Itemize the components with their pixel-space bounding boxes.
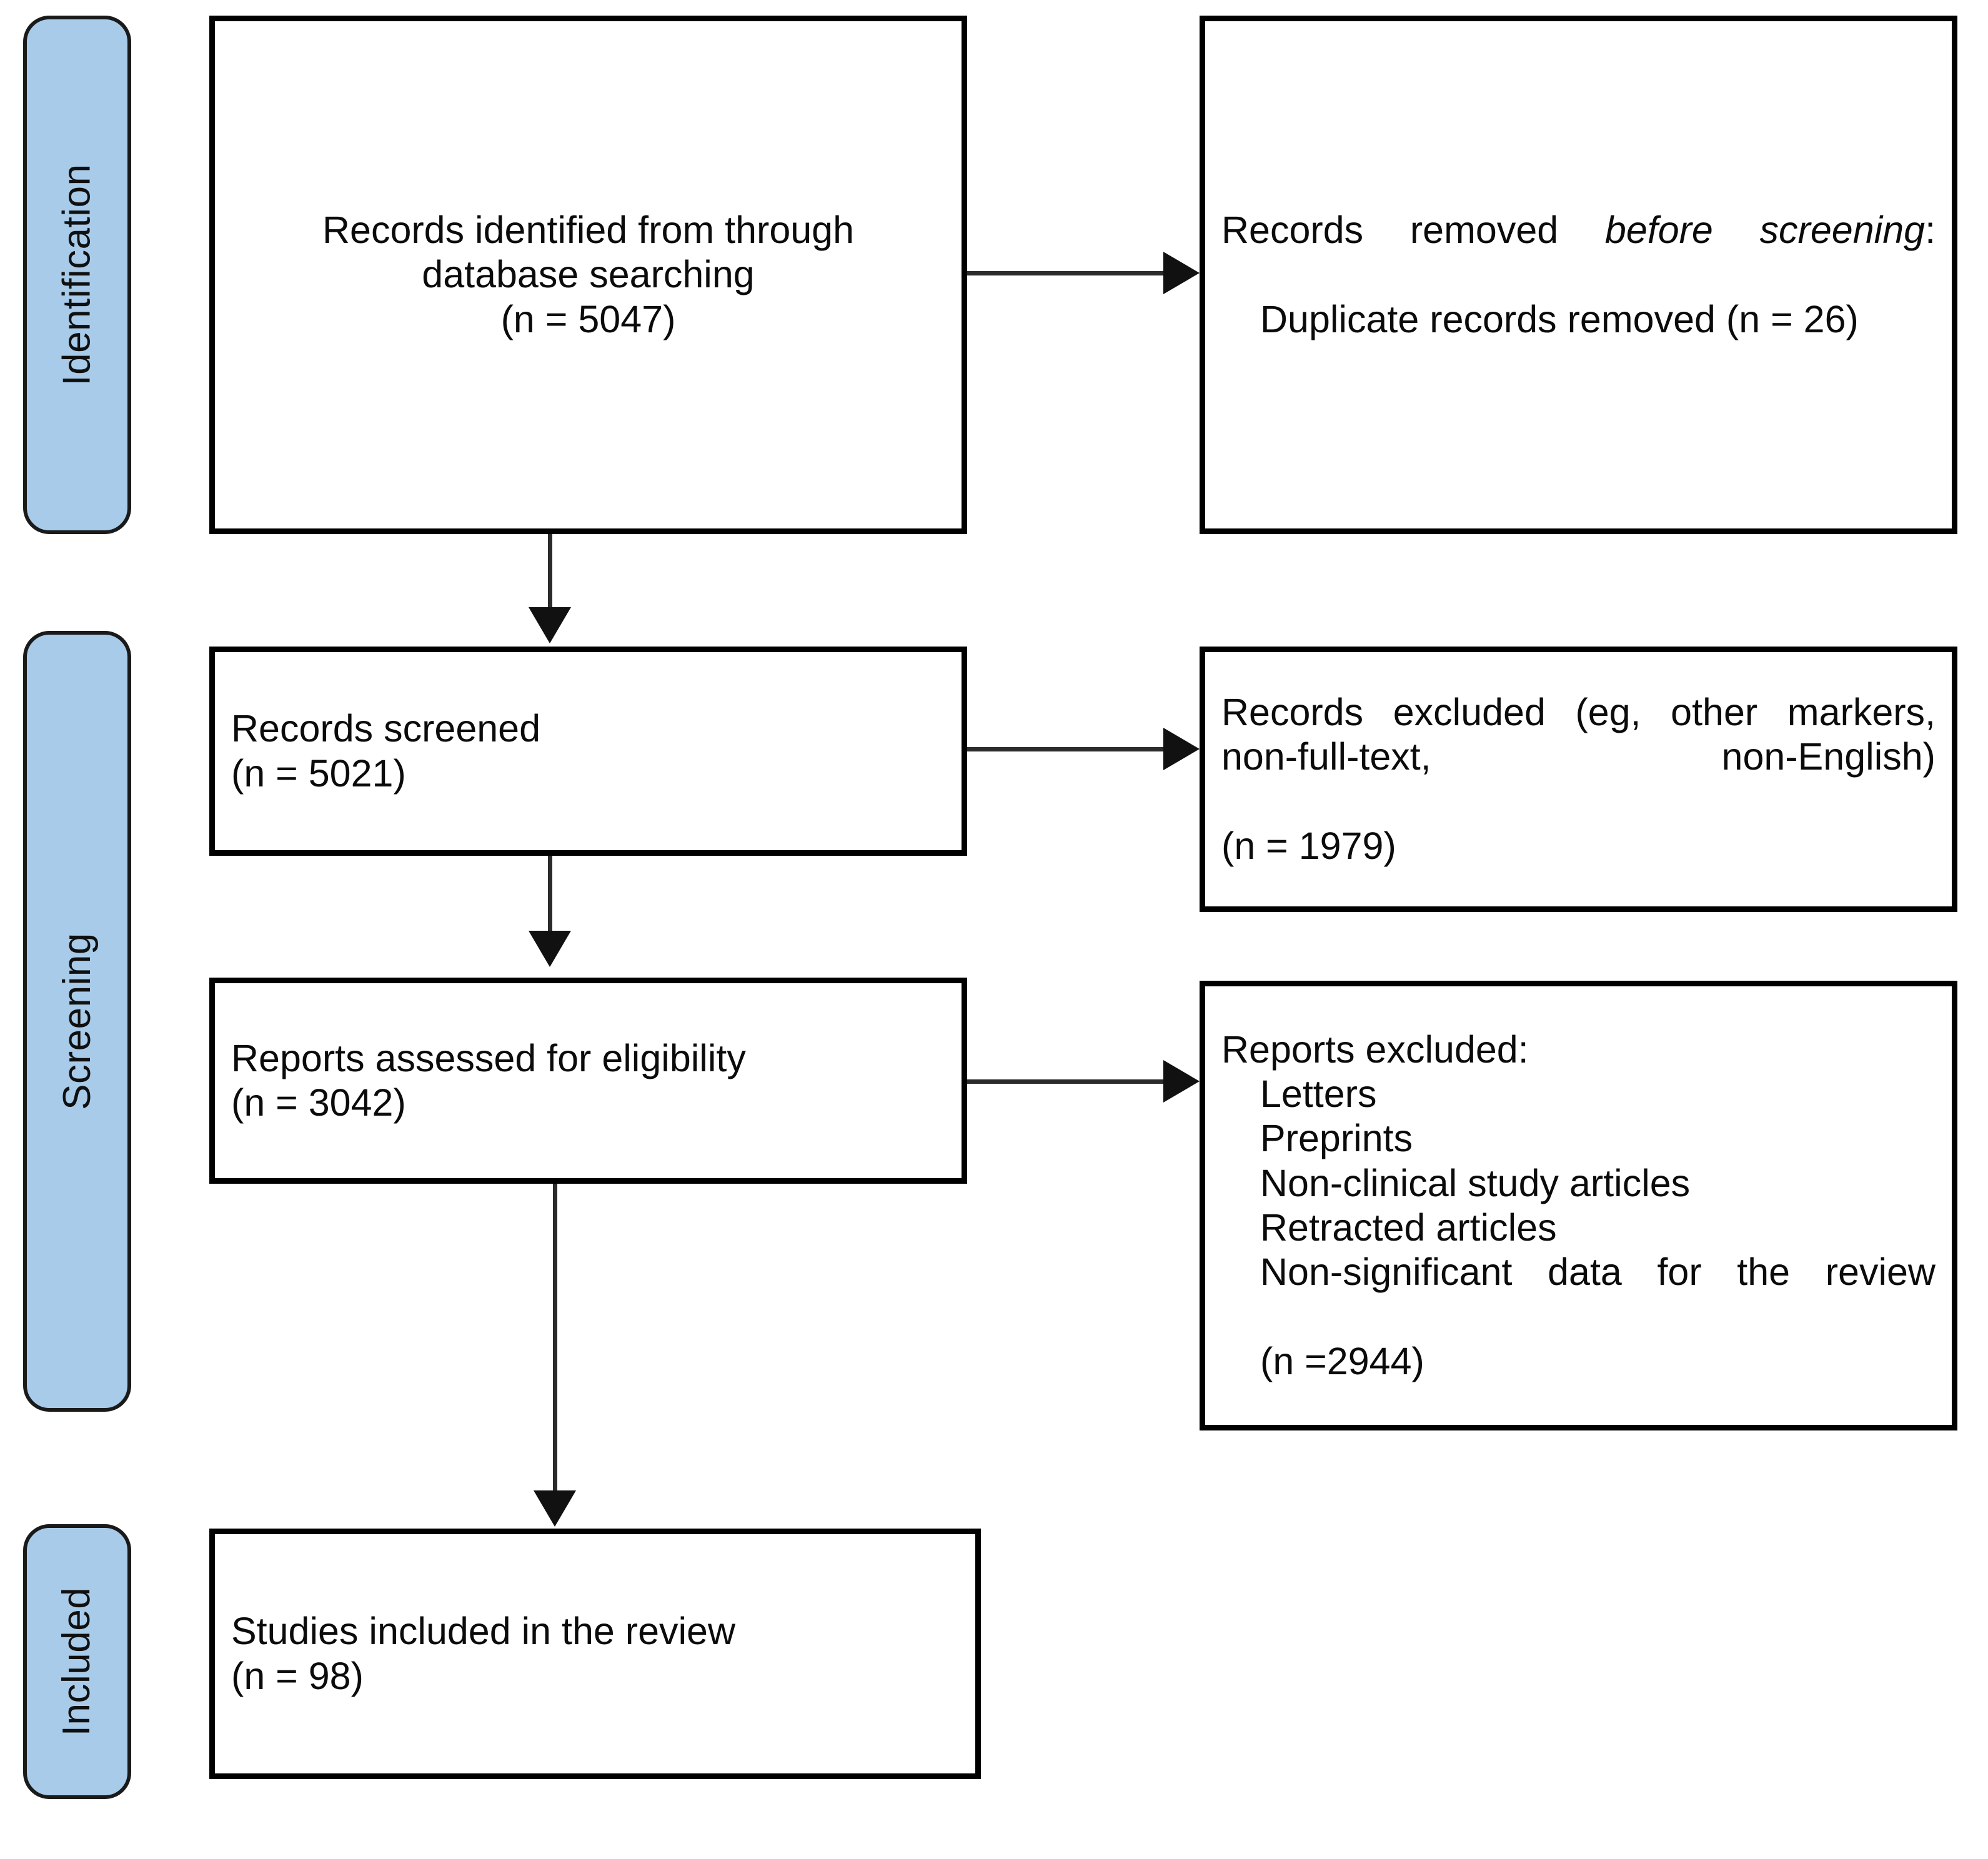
studies-included-count: (n = 98) xyxy=(231,1654,364,1697)
arrowhead-screened-to-excluded xyxy=(1163,728,1200,770)
connector-assessed-to-included xyxy=(553,1184,557,1496)
reports-assessed-line-1: Reports assessed for eligibility xyxy=(231,1036,746,1079)
box-records-excluded-text: Records excluded (eg, other markers, non… xyxy=(1205,690,1952,868)
connector-screened-to-excluded xyxy=(967,747,1165,751)
reports-excluded-heading: Reports excluded: xyxy=(1221,1028,1529,1071)
reports-excluded-item-0: Letters xyxy=(1260,1072,1377,1115)
phase-tab-identification: Identification xyxy=(23,16,131,534)
box-records-screened-text: Records screened (n = 5021) xyxy=(215,706,962,796)
reports-excluded-item-1: Preprints xyxy=(1260,1117,1413,1160)
box-reports-assessed-text: Reports assessed for eligibility (n = 30… xyxy=(215,1036,962,1126)
connector-screened-to-assessed xyxy=(548,856,552,936)
records-screened-line-1: Records screened xyxy=(231,707,541,750)
box-reports-excluded: Reports excluded: Letters Preprints Non-… xyxy=(1200,981,1957,1430)
records-identified-line-2: database searching xyxy=(422,253,755,296)
reports-excluded-item-2: Non-clinical study articles xyxy=(1260,1161,1691,1204)
box-records-removed-text: Records removed before screening: Duplic… xyxy=(1205,208,1952,342)
phase-tab-screening: Screening xyxy=(23,631,131,1412)
box-records-identified-text: Records identified from through database… xyxy=(215,208,962,342)
arrowhead-assessed-to-included xyxy=(534,1490,576,1527)
arrowhead-assessed-to-reports-excluded xyxy=(1163,1060,1200,1103)
box-reports-assessed: Reports assessed for eligibility (n = 30… xyxy=(209,978,967,1184)
box-records-screened: Records screened (n = 5021) xyxy=(209,647,967,856)
arrowhead-screened-to-assessed xyxy=(529,931,571,967)
phase-tab-screening-label: Screening xyxy=(55,933,99,1110)
connector-identified-to-removed xyxy=(967,271,1165,275)
records-screened-count: (n = 5021) xyxy=(231,751,406,795)
box-studies-included: Studies included in the review (n = 98) xyxy=(209,1529,981,1779)
connector-identified-to-screened xyxy=(548,534,552,612)
phase-tab-included-label: Included xyxy=(55,1587,99,1737)
box-records-removed: Records removed before screening: Duplic… xyxy=(1200,16,1957,534)
arrowhead-identified-to-removed xyxy=(1163,252,1200,294)
records-identified-line-1: Records identified from through xyxy=(322,208,855,251)
records-excluded-count: (n = 1979) xyxy=(1221,824,1396,867)
records-removed-heading: Records removed before screening: xyxy=(1221,208,1936,297)
reports-assessed-count: (n = 3042) xyxy=(231,1081,406,1124)
records-identified-count: (n = 5047) xyxy=(500,297,676,340)
reports-excluded-item-4: Non-significant data for the review xyxy=(1260,1251,1936,1294)
connector-assessed-to-reports-excluded xyxy=(967,1079,1165,1084)
reports-excluded-count: (n =2944) xyxy=(1260,1340,1424,1383)
box-reports-excluded-text: Reports excluded: Letters Preprints Non-… xyxy=(1205,1028,1952,1384)
records-removed-item: Duplicate records removed (n = 26) xyxy=(1260,297,1859,340)
box-studies-included-text: Studies included in the review (n = 98) xyxy=(215,1609,975,1698)
reports-excluded-item-3: Retracted articles xyxy=(1260,1206,1557,1249)
box-records-excluded: Records excluded (eg, other markers, non… xyxy=(1200,647,1957,912)
box-records-identified: Records identified from through database… xyxy=(209,16,967,534)
phase-tab-identification-label: Identification xyxy=(55,164,99,386)
phase-tab-included: Included xyxy=(23,1524,131,1799)
records-removed-heading-italic: before screening xyxy=(1604,208,1926,251)
records-removed-heading-plain: Records removed xyxy=(1221,208,1605,251)
records-excluded-line-1: Records excluded (eg, other markers, non… xyxy=(1221,690,1936,778)
records-removed-heading-colon: : xyxy=(1925,208,1936,251)
studies-included-line-1: Studies included in the review xyxy=(231,1610,736,1653)
arrowhead-identified-to-screened xyxy=(529,607,571,643)
